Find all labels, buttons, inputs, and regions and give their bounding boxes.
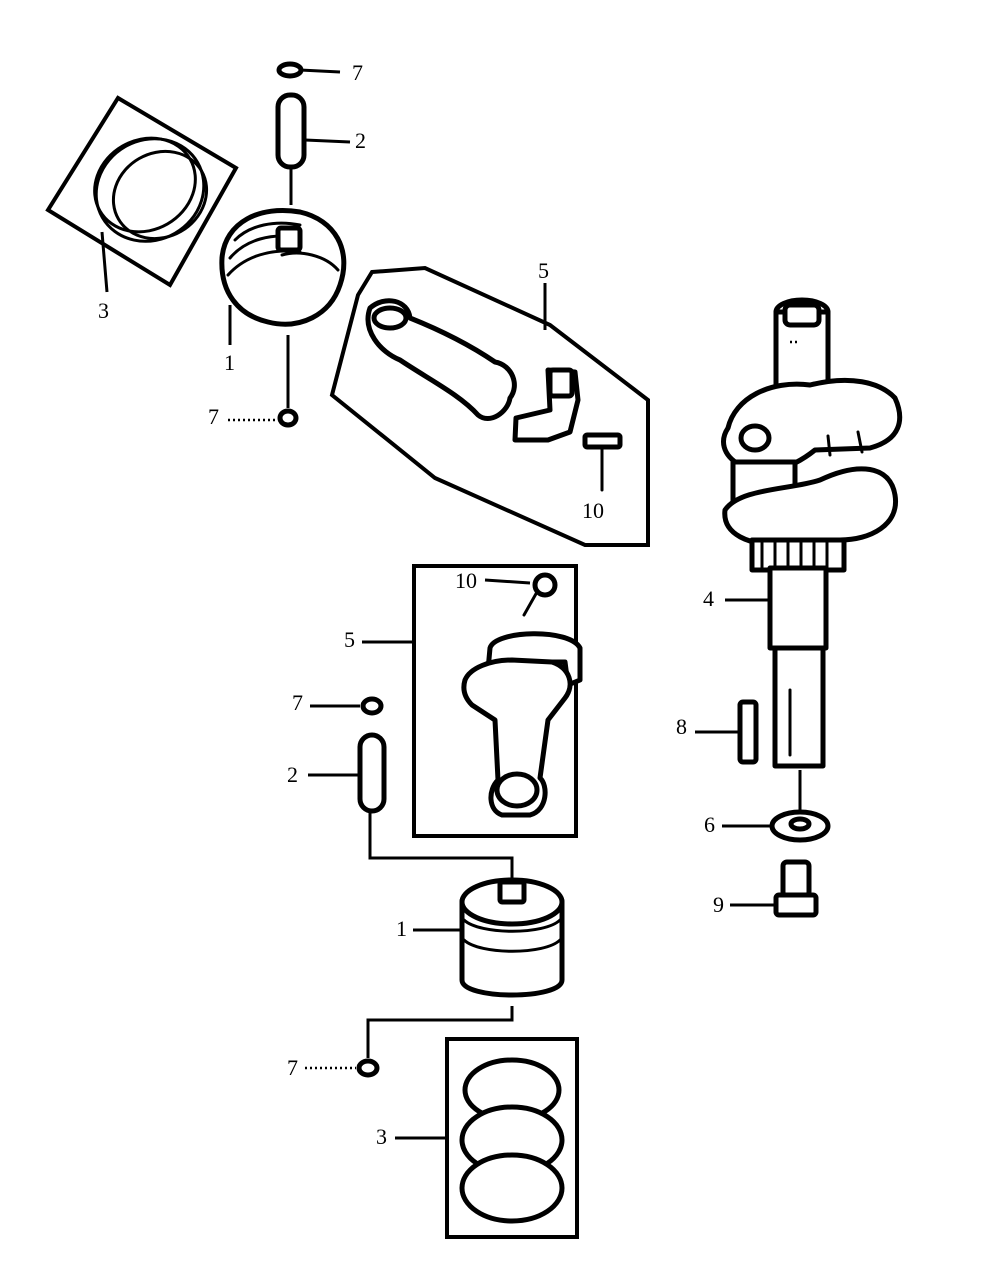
callout-circlip: 7 [352,60,363,85]
callout-wrist-pin: 2 [355,128,366,153]
callout-crankshaft: 4 [703,586,714,611]
circlip-top-lower [277,408,299,428]
top-left-assembly: 7 2 3 1 7 [45,60,366,429]
connecting-rod-kit-top: 5 10 [329,258,650,547]
callout-circlip-bottom-lower: 7 [287,1055,298,1080]
piston-bottom [459,877,565,998]
callout-bolt-bottom: 10 [455,568,477,593]
callout-wrist-pin-bottom: 2 [287,762,298,787]
callout-rings-bottom: 3 [376,1124,387,1149]
wrist-pin-top [275,92,307,170]
callout-rod-kit: 5 [538,258,549,283]
piston-rings-top [45,95,239,288]
crank-bolt [773,859,819,918]
callout-washer: 6 [704,812,715,837]
callout-piston: 1 [224,350,235,375]
callout-key: 8 [676,714,687,739]
rod-kit-box [412,564,578,838]
circlip-top [276,61,304,79]
callout-piston-bottom: 1 [396,916,407,941]
callout-circlip-bottom: 7 [292,690,303,715]
callout-circlip-lower: 7 [208,404,219,429]
crankshaft: 4 8 6 9 [676,297,903,918]
callout-piston-rings: 3 [98,298,109,323]
callout-bolt: 9 [713,892,724,917]
bottom-assembly: 10 5 7 2 1 7 3 [287,564,583,1239]
piston-top [219,208,347,327]
callout-rod-bolt: 10 [582,498,604,523]
callout-rod-kit-bottom: 5 [344,627,355,652]
rings-box [445,1037,579,1239]
woodruff-key [737,699,759,765]
